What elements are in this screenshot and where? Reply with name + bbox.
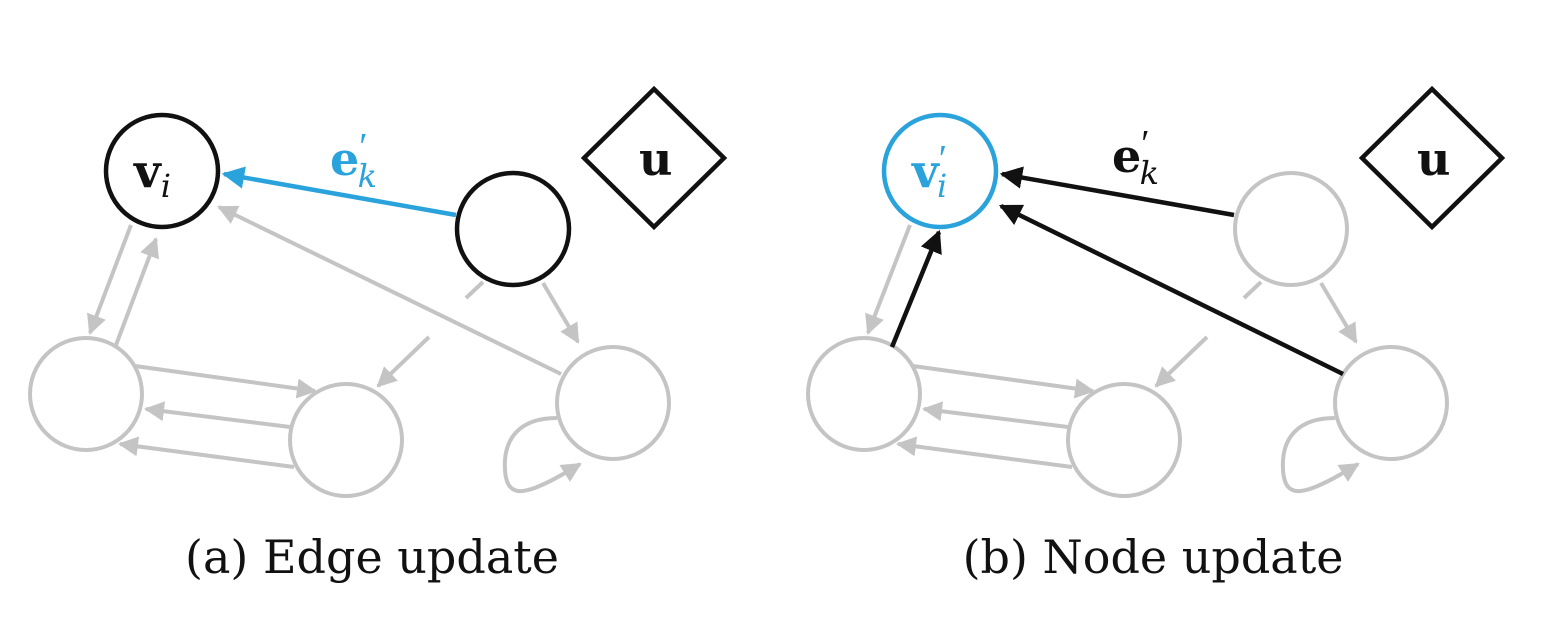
edge-left-to-mid [912, 364, 1095, 399]
incoming-edge-from-right [998, 203, 1344, 377]
edge-left-to-mid [134, 364, 317, 399]
node-vi [103, 112, 221, 230]
faded-edges [865, 224, 1360, 494]
incoming-edge-ek [999, 166, 1235, 218]
edge-mid-to-left-1 [922, 401, 1069, 429]
edge-self-loop [1280, 416, 1360, 494]
node-vi-updated [881, 112, 999, 230]
edge-left-to-vi [114, 237, 160, 346]
node-right [555, 345, 671, 461]
caption-edge-update: (a) Edge update [185, 530, 559, 584]
edge-top-to-right [541, 281, 580, 344]
edge-ek-label: e′k [330, 126, 377, 195]
node-left [806, 336, 922, 452]
global-attribute-diamond [580, 85, 728, 231]
node-sender [454, 170, 572, 288]
edge-incoming-mid [1154, 335, 1209, 388]
node-middle [288, 382, 404, 498]
edge-self-loop [502, 416, 582, 494]
edge-mid-to-left-2 [896, 436, 1073, 469]
panel-node-update: v′i e′k u [806, 85, 1506, 498]
node-left [28, 336, 144, 452]
edge-right-to-vi [217, 205, 562, 376]
node-middle [1066, 382, 1182, 498]
edge-mid-to-left-2 [118, 436, 295, 469]
node-vi-label: vi [133, 144, 171, 205]
edge-vi-to-left [87, 224, 133, 335]
node-right [1333, 345, 1449, 461]
edge-mid-to-left-1 [144, 401, 291, 429]
edge-vi-to-left [865, 224, 912, 335]
edge-incoming-mid [376, 335, 431, 388]
edge-top-to-right [1319, 281, 1358, 344]
node-sender [1233, 171, 1349, 287]
node-vi-label: v′i [911, 138, 947, 205]
updated-edge-ek [221, 166, 457, 218]
incoming-edge-from-left [889, 229, 942, 348]
global-u-label: u [639, 132, 672, 186]
edge-ek-label: e′k [1112, 123, 1159, 192]
caption-node-update: (b) Node update [962, 530, 1344, 584]
edge-stub-top [464, 280, 485, 300]
faded-edges [87, 205, 582, 494]
global-attribute-diamond [1358, 85, 1506, 231]
panel-edge-update: vi e′k u [28, 85, 728, 498]
global-u-label: u [1417, 132, 1450, 186]
edge-stub-top [1242, 280, 1263, 300]
